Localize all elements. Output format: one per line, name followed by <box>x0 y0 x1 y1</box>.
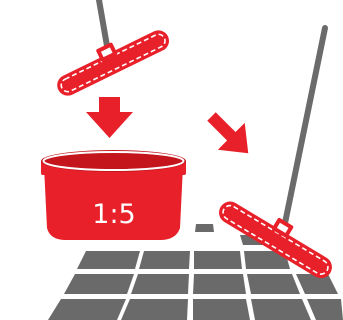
floor-tile <box>121 299 188 320</box>
mop-handle <box>284 28 325 228</box>
mop-pad <box>215 197 336 282</box>
floor-tile <box>48 299 126 320</box>
floor-tile <box>193 299 250 320</box>
floor-tile <box>247 274 300 294</box>
floor-tile <box>64 274 134 294</box>
bucket-icon: 1:5 <box>41 150 186 240</box>
flat-mop-icon <box>50 0 173 99</box>
floor-tile <box>77 251 140 269</box>
floor-tile <box>139 251 190 269</box>
floor-tile <box>195 224 214 232</box>
mop-handle <box>99 0 107 46</box>
floor-tile <box>193 274 246 294</box>
dilution-ratio-label: 1:5 <box>92 199 135 230</box>
arrow-down-icon <box>86 97 133 138</box>
floor-tile <box>307 299 343 320</box>
floor-tile <box>131 274 189 294</box>
arrow-down-left-icon <box>198 103 262 167</box>
floor-tile <box>194 251 242 269</box>
bucket-opening <box>41 150 186 172</box>
mop-pad <box>54 27 173 99</box>
floor-tile <box>251 299 311 320</box>
flat-mop-on-floor-icon <box>215 28 341 282</box>
